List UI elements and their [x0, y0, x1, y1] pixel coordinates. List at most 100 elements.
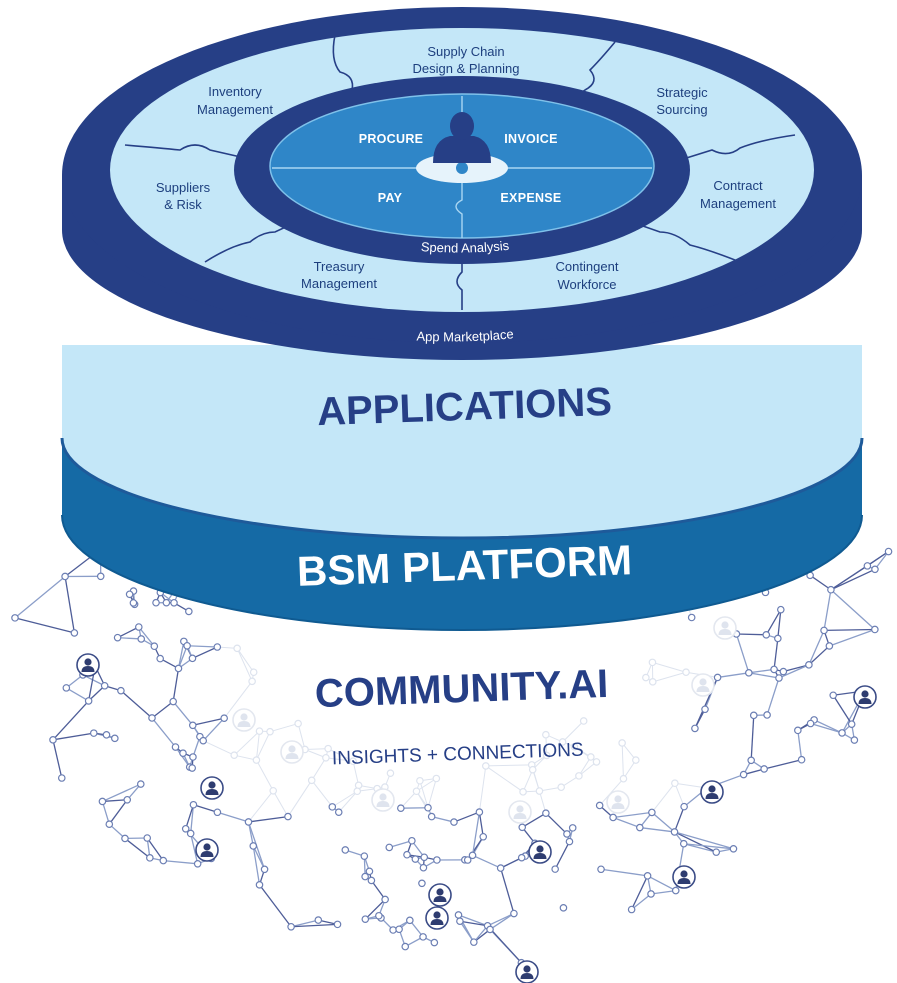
user-avatar-icon	[195, 838, 219, 862]
network-node	[341, 846, 350, 854]
network-edge	[102, 799, 128, 803]
network-node	[287, 922, 295, 931]
user-avatar-icon	[713, 616, 737, 640]
network-edge	[52, 700, 90, 741]
network-edge	[621, 742, 624, 779]
module-supply-chain-line2: Design & Planning	[413, 61, 520, 76]
network-node	[150, 642, 159, 651]
network-node	[324, 744, 332, 753]
user-avatar-icon	[200, 776, 224, 800]
network-edge	[554, 841, 571, 870]
network-edge	[416, 778, 437, 792]
module-suppliers-line2: & Risk	[164, 197, 202, 212]
network-edge	[600, 868, 648, 877]
network-edge	[255, 731, 260, 761]
network-edge	[810, 722, 843, 734]
network-node	[266, 727, 274, 736]
network-node	[747, 756, 755, 765]
network-node	[479, 832, 488, 841]
network-node	[412, 787, 421, 796]
network-edge	[291, 923, 338, 928]
network-node	[470, 938, 478, 946]
network-node	[579, 717, 588, 725]
network-edge	[172, 701, 194, 726]
network-edge	[545, 812, 568, 835]
community-network	[11, 543, 893, 983]
network-node	[558, 738, 567, 746]
network-node	[408, 836, 416, 845]
network-node	[433, 856, 441, 864]
network-edge	[717, 672, 749, 679]
network-edge	[304, 748, 329, 750]
network-node	[174, 664, 183, 673]
network-node	[100, 681, 109, 690]
network-edge	[177, 645, 188, 669]
network-node	[233, 644, 241, 653]
network-node	[496, 864, 505, 872]
module-contingent-line1: Contingent	[556, 259, 619, 274]
network-edge	[311, 780, 333, 808]
network-edge	[778, 664, 810, 679]
network-edge	[650, 889, 676, 895]
network-node	[188, 721, 197, 730]
network-edge	[108, 799, 128, 825]
network-edge	[151, 701, 174, 719]
network-node	[565, 837, 574, 846]
network-edge	[830, 568, 876, 591]
network-node	[712, 848, 721, 856]
network-node	[386, 769, 395, 777]
network-node	[70, 629, 79, 637]
network-edge	[192, 646, 218, 659]
core-expense: EXPENSE	[500, 191, 561, 205]
network-node	[334, 808, 343, 816]
network-node	[701, 705, 709, 714]
network-node	[763, 711, 771, 719]
network-edge	[370, 880, 386, 900]
network-node	[454, 911, 463, 919]
network-edge	[639, 826, 675, 833]
module-strategic-line2: Sourcing	[656, 102, 707, 117]
network-edge	[138, 626, 155, 647]
network-edge	[808, 645, 830, 666]
network-edge	[500, 857, 522, 869]
user-avatar-icon	[425, 906, 449, 930]
user-avatar-icon	[528, 840, 552, 864]
network-edge	[233, 730, 260, 756]
network-edge	[102, 783, 142, 803]
user-avatar-icon	[691, 673, 715, 697]
network-edge	[766, 677, 780, 716]
app-marketplace-label: App Marketplace	[416, 326, 514, 344]
network-edge	[830, 550, 889, 591]
network-edge	[472, 854, 501, 869]
network-node	[185, 607, 193, 616]
network-edge	[521, 812, 547, 828]
network-node	[468, 851, 477, 860]
network-node	[643, 872, 652, 880]
network-node	[647, 890, 655, 898]
network-node	[713, 673, 722, 682]
network-node	[57, 774, 66, 782]
network-node	[367, 876, 376, 885]
network-edge	[683, 843, 734, 850]
network-node	[535, 787, 544, 795]
network-edge	[487, 912, 515, 927]
network-node	[597, 865, 605, 874]
network-node	[820, 626, 828, 635]
network-edge	[459, 920, 488, 927]
network-edge	[248, 815, 289, 823]
network-node	[806, 719, 815, 728]
network-node	[648, 808, 656, 817]
network-edge	[52, 732, 94, 741]
network-node	[797, 755, 806, 764]
network-node	[186, 829, 195, 838]
network-edge	[287, 780, 313, 817]
user-avatar-icon	[428, 883, 452, 907]
network-node	[260, 865, 269, 874]
network-node	[805, 661, 813, 669]
network-node	[671, 779, 679, 788]
network-node	[125, 590, 134, 599]
user-avatar-icon	[672, 865, 696, 889]
network-node	[671, 886, 680, 895]
network-node	[162, 598, 171, 607]
